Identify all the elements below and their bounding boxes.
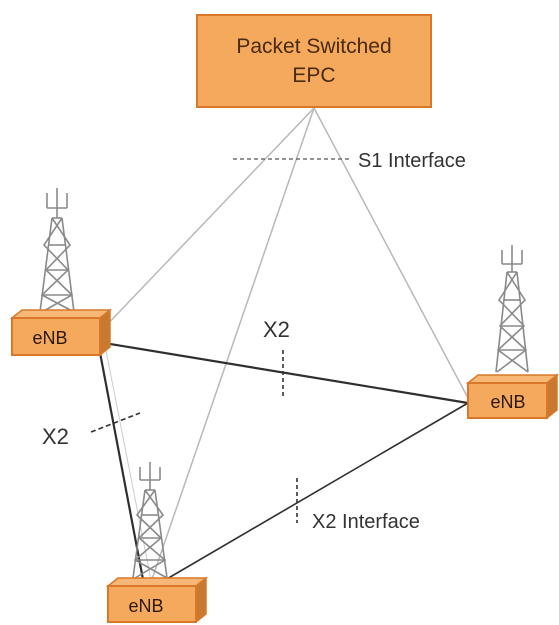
epc-title-line1: Packet Switched — [236, 35, 391, 58]
enb-right-box-side — [546, 373, 558, 420]
epc-title-line2: EPC — [292, 64, 335, 87]
s1-link-right — [313, 107, 469, 399]
antenna-tower-icon — [495, 245, 529, 373]
x2-link-bottom-right — [147, 402, 469, 591]
enb-right-label: eNB — [490, 392, 525, 412]
enb-bottom: eNB — [105, 462, 209, 624]
enb-left: eNB — [9, 188, 113, 357]
enb-right-box-top — [465, 374, 559, 384]
enb-left-label: eNB — [32, 328, 67, 348]
s1-link-bottom — [149, 107, 315, 586]
x2-top-label: X2 — [263, 317, 290, 342]
interface-markers — [90, 158, 352, 523]
x2-left-marker — [90, 412, 141, 433]
enb-bottom-label: eNB — [128, 596, 163, 616]
epc-box — [196, 14, 432, 108]
s1-link-left — [101, 107, 315, 331]
epc-node: Packet Switched EPC — [196, 14, 432, 108]
enb-left-box-top — [9, 309, 113, 319]
enb-bottom-box — [107, 585, 197, 623]
enb-left-box — [11, 317, 101, 356]
antenna-tower-icon — [132, 462, 168, 579]
s1-link-left-to-bottom — [101, 329, 153, 586]
x2-interface-label: X2 Interface — [312, 511, 420, 533]
enb-bottom-box-side — [195, 576, 207, 624]
antenna-tower-icon — [39, 188, 75, 313]
x2-left-label: X2 — [42, 424, 69, 449]
enb-right-box — [467, 382, 548, 419]
enb-right: eNB — [465, 245, 559, 420]
s1-interface-label: S1 Interface — [358, 150, 466, 172]
enb-bottom-box-top — [105, 577, 209, 587]
x2-link-left-bottom — [96, 341, 147, 591]
enb-left-box-side — [99, 308, 111, 357]
